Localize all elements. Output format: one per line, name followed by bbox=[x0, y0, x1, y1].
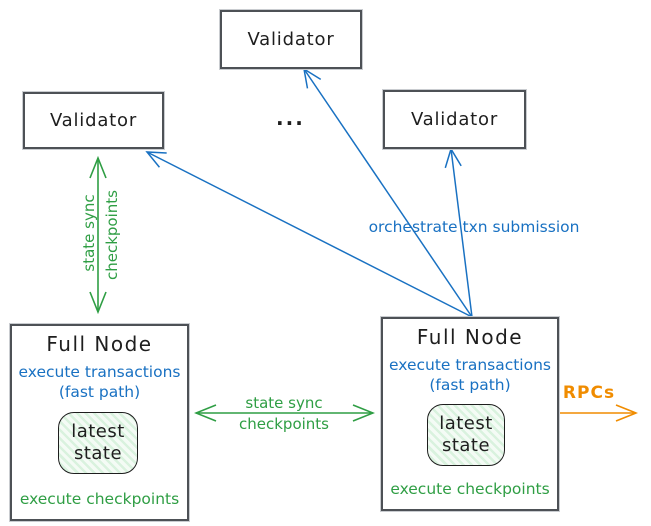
fullnode-left-box: Full Node execute transactions (fast pat… bbox=[10, 324, 189, 521]
fullnode-right-box: Full Node execute transactions (fast pat… bbox=[381, 317, 559, 511]
latest-state-line2: state bbox=[441, 435, 491, 456]
fullnode-left-title: Full Node bbox=[46, 332, 153, 356]
fullnode-left-latest-state-box: latest state bbox=[58, 412, 138, 474]
validator-left-label: Validator bbox=[49, 110, 138, 131]
fullnode-right-execute-transactions: execute transactions bbox=[388, 356, 552, 374]
horizontal-sync-label-state-sync: state sync bbox=[245, 394, 323, 412]
orchestrate-txn-submission-label: orchestrate txn submission bbox=[368, 218, 580, 236]
fullnode-left-fast-path: (fast path) bbox=[58, 383, 141, 401]
fullnode-right-title: Full Node bbox=[416, 325, 524, 349]
validator-top-box: Validator bbox=[220, 10, 362, 69]
latest-state-line1: latest bbox=[439, 412, 493, 434]
rpcs-label: RPCs bbox=[562, 383, 616, 403]
validator-left-box: Validator bbox=[23, 92, 164, 149]
vertical-sync-label-checkpoints: checkpoints bbox=[103, 190, 121, 280]
latest-state-line1: latest bbox=[71, 420, 125, 442]
vertical-sync-label-state-sync: state sync bbox=[80, 194, 98, 272]
validator-right-label: Validator bbox=[410, 109, 499, 130]
fullnode-right-execute-checkpoints: execute checkpoints bbox=[390, 480, 550, 498]
latest-state-line2: state bbox=[73, 443, 123, 464]
horizontal-sync-label-checkpoints: checkpoints bbox=[239, 415, 329, 433]
fullnode-right-latest-state-box: latest state bbox=[427, 404, 505, 466]
validator-top-label: Validator bbox=[247, 29, 335, 50]
fullnode-left-execute-checkpoints: execute checkpoints bbox=[19, 490, 180, 508]
fullnode-left-execute-transactions: execute transactions bbox=[18, 363, 181, 381]
more-validators-ellipsis: ... bbox=[276, 106, 305, 130]
validator-right-box: Validator bbox=[383, 90, 526, 149]
fullnode-right-fast-path: (fast path) bbox=[429, 376, 511, 394]
